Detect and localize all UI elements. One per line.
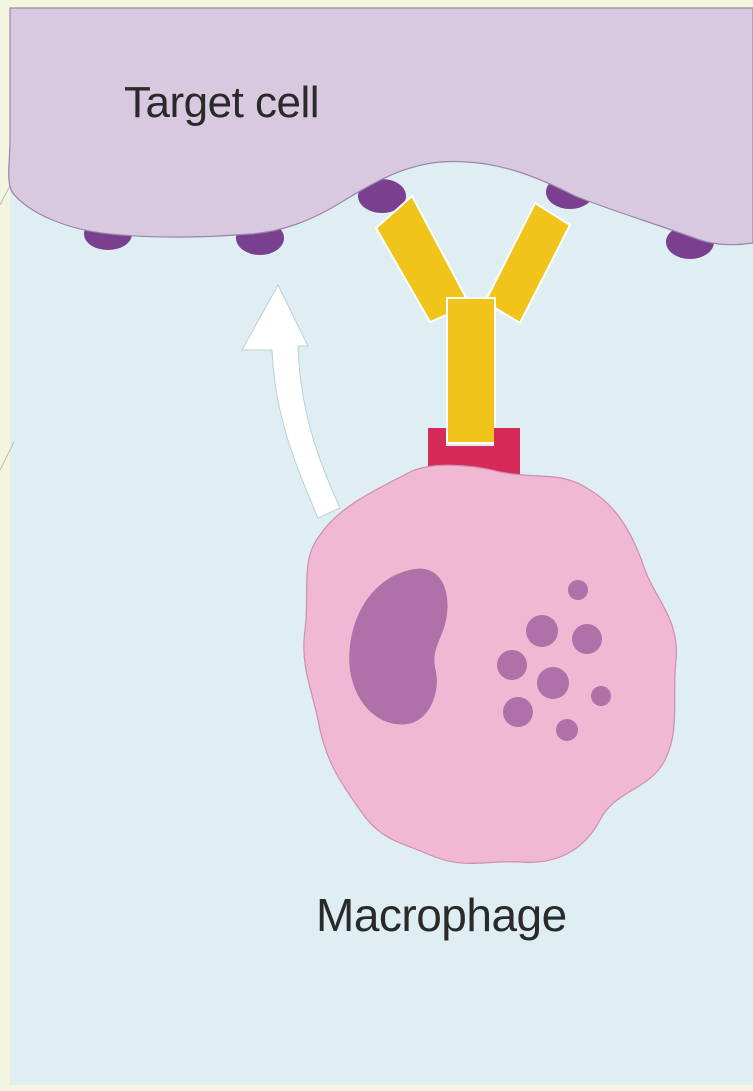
target-cell-label: Target cell [124, 78, 319, 128]
macrophage-label: Macrophage [316, 888, 567, 942]
granule [556, 719, 578, 741]
granule [568, 580, 588, 600]
antibody [376, 196, 570, 443]
granule [503, 697, 533, 727]
granule [537, 667, 569, 699]
granule [497, 650, 527, 680]
granule [526, 615, 558, 647]
curved-arrow-up-icon [242, 285, 340, 518]
granule [572, 624, 602, 654]
granule [591, 686, 611, 706]
